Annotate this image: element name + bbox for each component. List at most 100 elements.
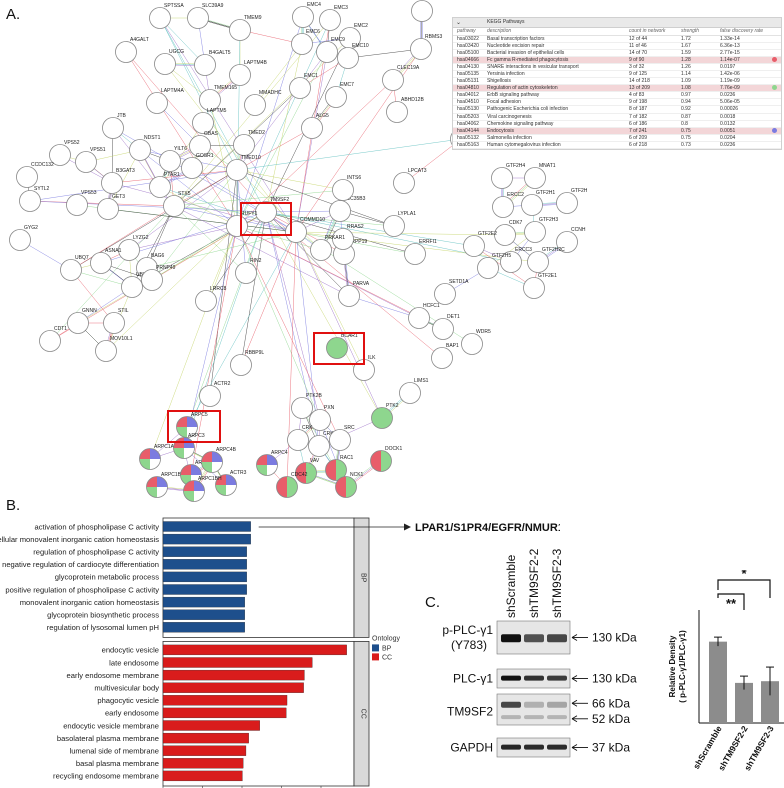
- network-node[interactable]: GTF2E2: [463, 231, 498, 257]
- network-node[interactable]: GNNN: [67, 308, 98, 334]
- network-node[interactable]: ACTR2: [199, 381, 231, 407]
- network-node[interactable]: PTAR1: [149, 172, 180, 198]
- go-bar[interactable]: [162, 596, 245, 608]
- network-node[interactable]: EMC10: [337, 43, 369, 69]
- network-node[interactable]: EMC4: [292, 2, 322, 28]
- network-node[interactable]: LYPLA1: [383, 211, 417, 237]
- network-node[interactable]: LAPTM5: [192, 108, 227, 134]
- network-node[interactable]: VAV: [295, 458, 320, 484]
- network-node[interactable]: SLC35B3: [329, 196, 366, 222]
- network-node[interactable]: NCK1: [335, 472, 364, 498]
- network-node[interactable]: LAPTM4A: [146, 88, 185, 114]
- network-node[interactable]: B4GALT5: [194, 50, 231, 76]
- network-node[interactable]: GTF2H: [556, 188, 588, 214]
- go-bar[interactable]: [162, 770, 243, 782]
- network-node[interactable]: SYTL2: [19, 186, 50, 212]
- network-node[interactable]: ERCC2: [492, 192, 525, 218]
- network-node[interactable]: ACTR3: [215, 470, 247, 496]
- network-node[interactable]: PRNP49: [141, 265, 176, 291]
- network-node[interactable]: TMEM9: [229, 15, 262, 41]
- go-bar[interactable]: [162, 521, 251, 532]
- go-bar[interactable]: [162, 732, 249, 744]
- network-node[interactable]: TM9SF2: [255, 197, 290, 223]
- go-bar[interactable]: [162, 559, 247, 570]
- go-bar[interactable]: [162, 657, 313, 668]
- network-node[interactable]: EMC3: [319, 5, 349, 31]
- go-bar[interactable]: [162, 758, 244, 769]
- network-node[interactable]: PARVA: [338, 281, 370, 307]
- network-node[interactable]: RBBP9L: [230, 350, 265, 376]
- go-bar[interactable]: [162, 695, 288, 706]
- network-node[interactable]: CLEC19A: [382, 65, 420, 91]
- network-node[interactable]: RAC1: [325, 455, 354, 481]
- network-node[interactable]: SETD1A: [434, 279, 470, 305]
- go-bar[interactable]: [162, 745, 247, 756]
- network-node[interactable]: ERRFI1: [404, 239, 438, 265]
- go-bar[interactable]: [162, 622, 245, 633]
- network-node[interactable]: HCFC1: [408, 303, 440, 329]
- go-bar[interactable]: [162, 669, 305, 681]
- col-count[interactable]: count in network: [629, 28, 666, 34]
- network-node[interactable]: ARPC4: [256, 450, 288, 476]
- network-node[interactable]: CRK: [287, 425, 314, 451]
- network-node[interactable]: ARPC3: [173, 433, 205, 459]
- network-node[interactable]: RBMS3: [410, 34, 443, 60]
- go-bar[interactable]: [162, 720, 260, 731]
- network-node[interactable]: A4GALT: [115, 37, 149, 63]
- network-node[interactable]: GTF2E1: [523, 273, 558, 299]
- network-node[interactable]: NDST1: [129, 135, 161, 161]
- network-node[interactable]: GTF2H5: [477, 253, 512, 279]
- network-node[interactable]: VPS51: [75, 147, 106, 173]
- go-bar[interactable]: [162, 546, 247, 557]
- network-node[interactable]: ASNA1: [90, 248, 122, 274]
- network-node[interactable]: STX5: [163, 191, 191, 217]
- col-strength[interactable]: strength: [681, 28, 700, 34]
- network-node[interactable]: CDK7: [494, 220, 523, 246]
- network-node[interactable]: EMC2: [339, 23, 369, 49]
- network-node[interactable]: PTK2B: [291, 393, 323, 419]
- network-node[interactable]: INTS6: [332, 175, 362, 201]
- network-node[interactable]: LIMS1: [399, 378, 429, 404]
- network-node[interactable]: DET1: [432, 314, 461, 340]
- density-bar[interactable]: [735, 682, 753, 723]
- network-node[interactable]: ARPC2: [180, 460, 212, 486]
- network-node[interactable]: BAP1: [431, 343, 460, 369]
- network-node[interactable]: PRKAR1: [310, 235, 346, 261]
- network-node[interactable]: ALG5: [301, 113, 330, 139]
- network-node[interactable]: VPS52: [49, 140, 80, 166]
- network-node[interactable]: YILT6: [159, 146, 188, 172]
- network-node[interactable]: ERCC3: [500, 247, 533, 273]
- col-fdr[interactable]: false discovery rate: [720, 28, 764, 34]
- go-bar[interactable]: [162, 682, 304, 693]
- network-node[interactable]: B3GAT3: [101, 168, 136, 194]
- go-bar[interactable]: [162, 644, 347, 656]
- network-node[interactable]: GBAS: [189, 131, 219, 157]
- network-node[interactable]: LPCAT3: [393, 168, 427, 194]
- network-node[interactable]: MMADHC: [244, 90, 282, 116]
- network-node[interactable]: RIN2: [235, 258, 262, 284]
- network-node[interactable]: VPS53: [66, 190, 97, 216]
- go-bar[interactable]: [162, 707, 287, 719]
- network-node[interactable]: ARPC1B: [146, 472, 182, 498]
- density-bar[interactable]: [761, 681, 779, 723]
- network-node[interactable]: CDC42: [276, 472, 308, 498]
- go-bar[interactable]: [162, 533, 251, 545]
- network-node[interactable]: SRC: [329, 425, 355, 451]
- network-node[interactable]: GTF2H2C: [527, 247, 566, 273]
- network-node[interactable]: EMC6: [291, 29, 321, 55]
- network-node[interactable]: PTK2: [371, 403, 399, 429]
- network-node[interactable]: ABHD12B: [386, 97, 425, 123]
- network-node[interactable]: ARPC4B: [201, 447, 237, 473]
- network-node[interactable]: UBQ7: [60, 255, 89, 281]
- network-node[interactable]: PXN: [309, 405, 335, 431]
- network-node[interactable]: LACTB2: [411, 0, 446, 22]
